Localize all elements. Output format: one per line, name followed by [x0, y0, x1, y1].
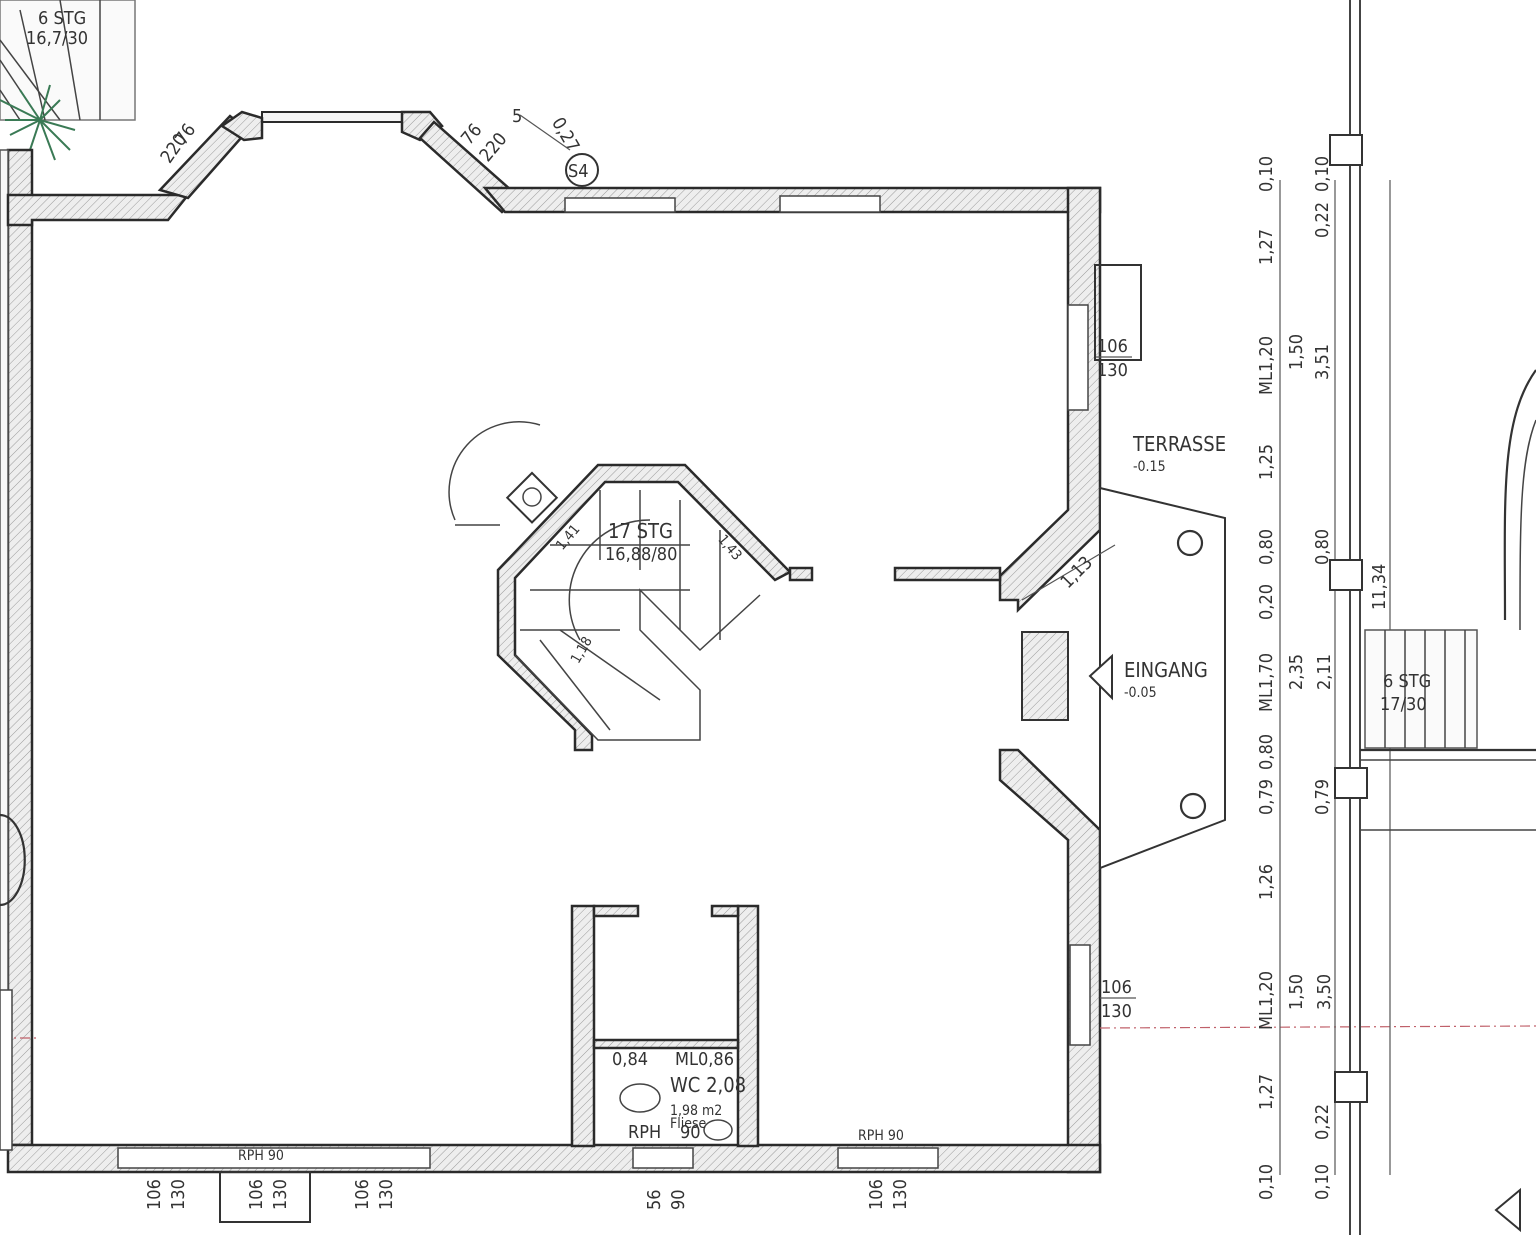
- dim-c2-0: 0,10: [1312, 1164, 1333, 1200]
- section-marker: S4: [568, 161, 589, 182]
- dimension-chains: 0,10 1,27 ML1,20 1,26 0,79 0,80 ML1,70 0…: [1256, 0, 1391, 1235]
- bay-angle: 0,27: [547, 114, 583, 156]
- dim-c3-0: 3,51: [1312, 344, 1333, 380]
- door-bottom-top: 56: [644, 1189, 665, 1210]
- dim-c1-7: 0,20: [1256, 584, 1277, 620]
- dim-c2-4: 2,35: [1286, 654, 1307, 690]
- dim-c1-9: 1,25: [1256, 444, 1277, 480]
- dim-c2-8: 0,10: [1312, 156, 1333, 192]
- bay-right-extra: 5: [512, 106, 522, 127]
- dim-c1-3: 1,26: [1256, 864, 1277, 900]
- direction-arrow-icon: [1494, 1187, 1521, 1233]
- window-b4-bottom: 130: [890, 1179, 911, 1210]
- dim-c1-1: 1,27: [1256, 1074, 1277, 1110]
- dim-c1-2: ML1,20: [1256, 971, 1277, 1030]
- dims-col1-group: 0,10 1,27 ML1,20 1,26 0,79 0,80 ML1,70 0…: [1256, 156, 1277, 1200]
- dim-c1-8: 0,80: [1256, 529, 1277, 565]
- window-right-lower-bottom: 130: [1101, 1001, 1132, 1022]
- window-right-lower-top: 106: [1101, 977, 1132, 998]
- interior-wall-stub: [893, 566, 1002, 582]
- stair-center-ratio: 16,88/80: [605, 544, 677, 565]
- dim-c1-10: ML1,20: [1256, 336, 1277, 395]
- left-wall-arc: [0, 813, 26, 907]
- window-box: [1094, 264, 1142, 361]
- dim-c1-5: 0,80: [1256, 734, 1277, 770]
- dim-c1-11: 1,27: [1256, 229, 1277, 265]
- dim-c1-4: 0,79: [1256, 779, 1277, 815]
- dim-c2-5: 0,80: [1312, 529, 1333, 565]
- stair-right-ratio: 17/30: [1380, 694, 1427, 715]
- dim-c2-6: 1,50: [1286, 334, 1307, 370]
- wc-area: 1,98 m2: [670, 1103, 722, 1119]
- stair-center-steps: 17 STG: [608, 519, 673, 543]
- door-bottom-bottom: 90: [668, 1189, 689, 1210]
- window-b2-top: 106: [246, 1179, 267, 1210]
- stair-right-steps: 6 STG: [1383, 671, 1431, 692]
- axis-line: [1099, 1025, 1536, 1029]
- stair-top-ratio: 16,7/30: [26, 28, 88, 49]
- dim-c3-1: 2,11: [1314, 654, 1335, 690]
- dim-c2-2: 1,50: [1286, 974, 1307, 1010]
- window-labels: 106 130 106 130 106 130 106 130 106 130 …: [144, 336, 1136, 1223]
- terrace-label: TERRASSE: [1132, 432, 1226, 456]
- window-right-upper-top: 106: [1097, 336, 1128, 357]
- stair-right: 6 STG 17/30: [1360, 369, 1536, 1233]
- stair-top-steps: 6 STG: [38, 8, 86, 29]
- window-b1-bottom: 130: [168, 1179, 189, 1210]
- wc-ml: ML0,86: [675, 1049, 734, 1070]
- wc-name: WC 2,08: [670, 1073, 746, 1097]
- section-marker-circle: [565, 153, 599, 187]
- dims-total: 11,34: [1369, 564, 1390, 610]
- stair-top-left: 6 STG 16,7/30: [0, 0, 136, 121]
- entrance-level: -0.05: [1124, 685, 1157, 701]
- dim-c1-6: ML1,70: [1256, 653, 1277, 712]
- entrance-arrow-icon: [1088, 653, 1113, 701]
- outer-walls: [0, 110, 1102, 1174]
- window-right-upper-bottom: 130: [1097, 360, 1128, 381]
- dim-c2-7: 0,22: [1312, 202, 1333, 238]
- rph-bottom-left: RPH 90: [238, 1148, 284, 1164]
- window-b3-top: 106: [352, 1179, 373, 1210]
- window-b2-bottom: 130: [270, 1179, 291, 1210]
- dims-col3-group: 3,51 2,11 3,50: [1312, 344, 1335, 1010]
- window-b3-bottom: 130: [376, 1179, 397, 1210]
- plant-icon: [0, 84, 76, 161]
- terrace-level: -0.15: [1133, 459, 1166, 475]
- wc-left-dim: 0,84: [612, 1049, 648, 1070]
- window-b4-top: 106: [866, 1179, 887, 1210]
- wc-rph-value: 90: [680, 1122, 701, 1143]
- dim-c1-0: 0,10: [1256, 1164, 1277, 1200]
- doormat: [1021, 631, 1069, 721]
- entrance-label: EINGANG: [1124, 658, 1208, 682]
- center-stair: 17 STG 16,88/80 1,41 1,43 1,18: [448, 421, 814, 752]
- wc-floor: Fliese: [670, 1116, 707, 1132]
- dim-c2-1: 0,22: [1312, 1104, 1333, 1140]
- wc-rph: RPH: [628, 1122, 661, 1143]
- wc-room: 0,84 ML0,86 WC 2,08 1,98 m2 Fliese RPH 9…: [570, 904, 760, 1148]
- dims-col2-group: 0,10 0,22 1,50 0,79 2,35 0,80 1,50 0,22 …: [1286, 156, 1333, 1200]
- rph-bottom-right: RPH 90: [858, 1128, 904, 1144]
- dim-c1-12: 0,10: [1256, 156, 1277, 192]
- dim-c3-2: 3,50: [1314, 974, 1335, 1010]
- window-b1-top: 106: [144, 1179, 165, 1210]
- dim-c2-3: 0,79: [1312, 779, 1333, 815]
